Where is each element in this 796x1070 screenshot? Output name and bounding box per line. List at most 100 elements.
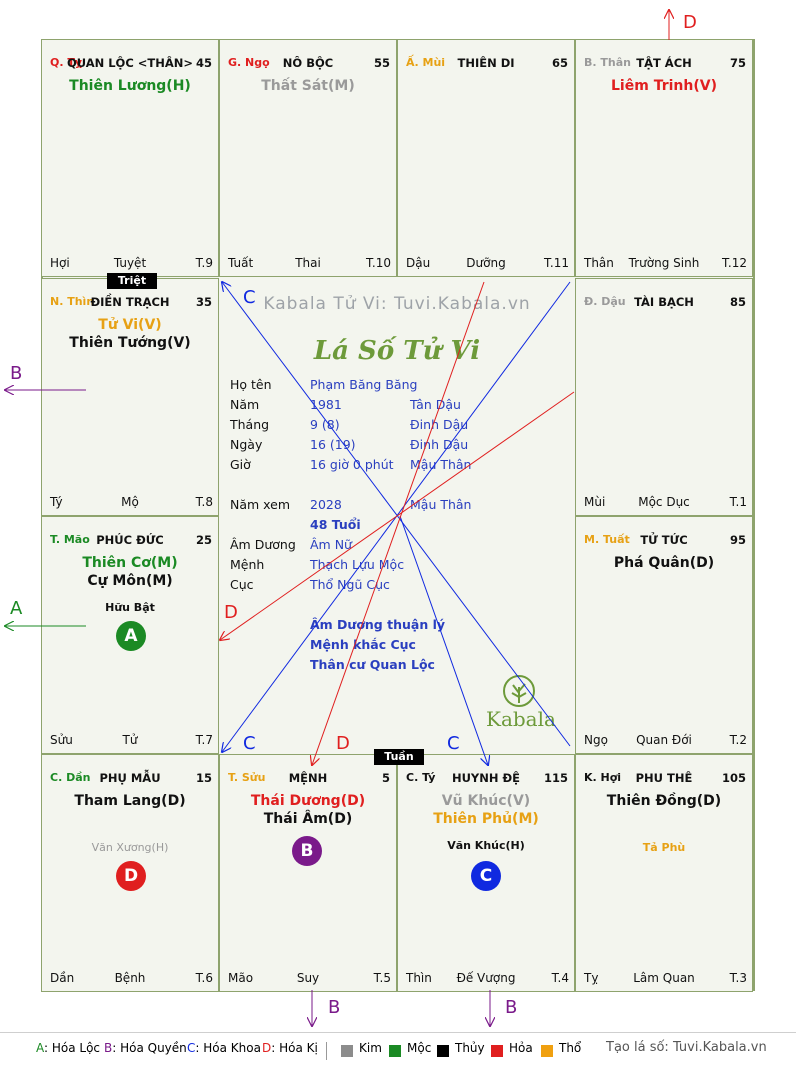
- palace-age-number: 5: [381, 771, 390, 785]
- palace-branch: Đ. Dậu: [584, 295, 626, 308]
- info-value: 16 giờ 0 phút: [310, 457, 394, 472]
- legend-hoa-label: : Hóa Quyền: [112, 1041, 187, 1055]
- palace-foot-left: Thân: [584, 256, 614, 270]
- minor-star: Văn Khúc(H): [447, 839, 525, 852]
- chart-script-title: Lá Số Tử Vi: [313, 336, 481, 366]
- main-star: Cự Môn(M): [87, 573, 173, 589]
- main-star: Phá Quân(D): [613, 555, 715, 571]
- palace-age-number: 35: [195, 295, 212, 309]
- palace-name: THIÊN DI: [457, 56, 515, 70]
- main-star: Thất Sát(M): [261, 78, 355, 94]
- legend-hoa-key: D: [262, 1041, 272, 1055]
- legend-hoa-item: A: Hóa Lộc: [36, 1041, 100, 1055]
- info-can-chi: Mậu Thân: [410, 497, 472, 512]
- palace-foot-center: Mộc Dục: [638, 495, 690, 509]
- legend-color-swatch: [437, 1045, 449, 1057]
- palace-age-number: 115: [543, 771, 568, 785]
- info-value: 16 (19): [310, 437, 356, 452]
- palace-branch: M. Tuất: [584, 533, 630, 546]
- palace-foot-left: Sửu: [50, 733, 73, 747]
- palace-age-number: 15: [195, 771, 212, 785]
- palace-foot-left: Tỵ: [584, 971, 599, 985]
- info-label: Mệnh: [230, 557, 265, 572]
- center-note: Mệnh khắc Cục: [310, 637, 416, 652]
- palace-foot-right: T.4: [551, 971, 569, 985]
- palace-branch: B. Thân: [584, 56, 631, 69]
- palace-name: PHÚC ĐỨC: [96, 533, 164, 547]
- legend-element-label: Thổ: [559, 1041, 582, 1055]
- palace-foot-left: Hợi: [50, 256, 70, 270]
- hoa-badge-b: B: [292, 836, 322, 866]
- watermark-text: Kabala Tử Vi: Tuvi.Kabala.vn: [263, 294, 531, 314]
- palace-name: PHỤ MẪU: [99, 771, 161, 785]
- legend-element-label: Thủy: [455, 1041, 485, 1055]
- palace-foot-right: T.1: [729, 495, 747, 509]
- palace-age-number: 45: [195, 56, 212, 70]
- arrow-label-d-1: D: [224, 602, 238, 623]
- arrow-label-b-bottom-2: B: [505, 997, 518, 1018]
- palace-branch: N. Thìn: [50, 295, 95, 308]
- info-label: Âm Dương: [230, 537, 296, 552]
- arrow-label-a-left: A: [10, 598, 23, 619]
- palace-branch: C. Dần: [50, 771, 91, 784]
- info-value: Phạm Băng Băng: [310, 377, 418, 392]
- palace-foot-center: Dưỡng: [466, 256, 506, 270]
- palace-foot-right: T.6: [195, 971, 213, 985]
- info-value: 48 Tuổi: [310, 517, 361, 532]
- legend-hoa-item: D: Hóa Kị: [262, 1041, 318, 1055]
- main-star: Thái Âm(D): [263, 811, 353, 827]
- palace-foot-center: Đế Vượng: [456, 971, 516, 985]
- info-label: Họ tên: [230, 377, 272, 392]
- main-star: Thiên Tướng(V): [69, 335, 191, 351]
- main-star: Thiên Đồng(D): [606, 793, 722, 809]
- hoa-badge-c: C: [471, 861, 501, 891]
- palace-foot-right: T.12: [722, 256, 747, 270]
- legend-hoa-item: B: Hóa Quyền: [104, 1041, 187, 1055]
- arrow-label-c-3: C: [447, 733, 460, 754]
- palace-foot-right: T.8: [195, 495, 213, 509]
- palace-foot-center: Mộ: [121, 495, 139, 509]
- info-label: Giờ: [230, 457, 251, 472]
- arrow-label-c-1: C: [243, 287, 256, 308]
- main-star: Tử Vi(V): [98, 317, 162, 333]
- palace-foot-center: Quan Đới: [636, 733, 692, 747]
- legend-hoa-label: : Hóa Lộc: [44, 1041, 101, 1055]
- palace-branch: T. Mão: [50, 533, 90, 546]
- palace-foot-left: Thìn: [406, 971, 432, 985]
- palace-foot-left: Tý: [50, 495, 63, 509]
- info-value: Thổ Ngũ Cục: [310, 577, 390, 592]
- palace-age-number: 65: [551, 56, 568, 70]
- legend-color-swatch: [341, 1045, 353, 1057]
- info-value: Âm Nữ: [310, 537, 352, 552]
- palace-foot-center: Trường Sinh: [628, 256, 700, 270]
- main-star: Vũ Khúc(V): [441, 793, 531, 809]
- main-star: Thái Dương(D): [250, 793, 366, 809]
- legend-hoa-key: A: [36, 1041, 44, 1055]
- palace-branch: K. Hợi: [584, 771, 622, 784]
- palace-foot-left: Tuất: [228, 256, 254, 270]
- palace-foot-center: Tử: [122, 733, 138, 747]
- info-can-chi: Đinh Dậu: [410, 417, 469, 432]
- created-by-signature: Tạo lá số: Tuvi.Kabala.vn: [606, 1040, 767, 1055]
- kabala-logo-text: Kabala: [486, 707, 556, 731]
- legend-divider: [0, 1032, 796, 1033]
- palace-age-number: 75: [729, 56, 746, 70]
- info-label: Năm: [230, 397, 260, 412]
- palace-name: TỬ TỨC: [640, 533, 688, 547]
- palace-foot-right: T.11: [544, 256, 569, 270]
- palace-foot-right: T.5: [373, 971, 391, 985]
- kabala-logo: Kabala: [486, 673, 561, 737]
- palace-name: QUAN LỘC <THÂN>: [66, 56, 194, 70]
- legend-hoa-label: : Hóa Kị: [271, 1041, 318, 1055]
- main-star: Tham Lang(D): [74, 793, 186, 809]
- info-label: Tháng: [230, 417, 270, 432]
- center-info: Kabala Tử Vi: Tuvi.Kabala.vn Lá Số Tử Vi…: [219, 278, 575, 754]
- palace-foot-center: Lâm Quan: [633, 971, 695, 985]
- info-label: Ngày: [230, 437, 263, 452]
